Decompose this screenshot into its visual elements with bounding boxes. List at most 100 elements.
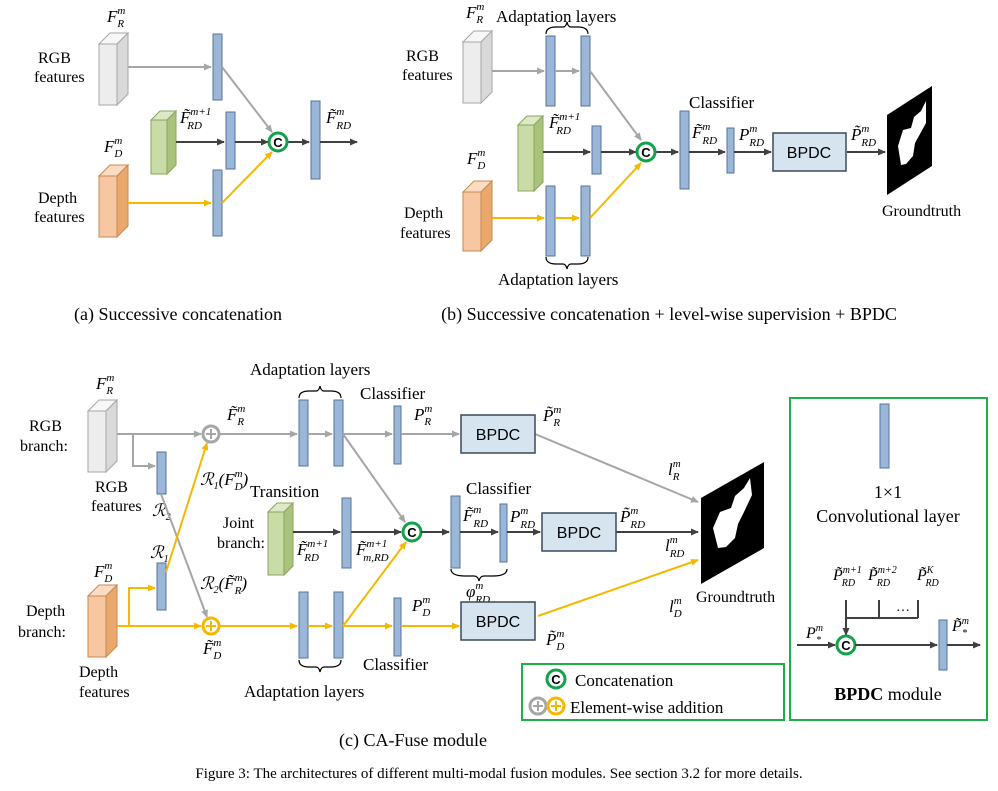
adaptation-layer: [545, 185, 556, 257]
bpdc-concat-node: C: [835, 634, 857, 656]
adaptation-brace-top: [298, 385, 342, 399]
svg-text:BPDC: BPDC: [557, 525, 601, 542]
figure-caption: Figure 3: The architectures of different…: [195, 766, 802, 782]
r1-label: ℛ1: [150, 543, 169, 565]
groundtruth-label: Groundtruth: [696, 589, 775, 606]
r2-label: ℛ2: [152, 501, 171, 523]
rgb-label: RGB: [38, 50, 71, 67]
concat-legend-label: Concatenation: [575, 671, 674, 690]
svg-text:C: C: [273, 135, 283, 150]
classifier-bottom-label: Classifier: [363, 655, 428, 674]
depth-features-label: Depth: [79, 664, 118, 681]
groundtruth-image: [701, 462, 764, 584]
groundtruth-image: [887, 86, 932, 195]
panel-a-caption: (a) Successive concatenation: [74, 304, 282, 325]
rgb-feature-block: [461, 29, 494, 105]
add-gray-legend-icon: [528, 696, 548, 716]
rgb-feature-block: [97, 31, 130, 107]
panel-b-caption: (b) Successive concatenation + level-wis…: [441, 304, 897, 325]
joint-branch-label: Joint: [223, 515, 255, 532]
classifier-top-label: Classifier: [360, 384, 425, 403]
bpdc-block-depth: BPDC: [460, 601, 536, 641]
classifier-mid-label: Classifier: [466, 479, 531, 498]
adaptation-brace-bottom: [545, 256, 589, 270]
groundtruth-label: Groundtruth: [882, 203, 961, 220]
adaptation-layers-top-label: Adaptation layers: [496, 7, 616, 26]
transition-layer: [341, 497, 352, 569]
conv-layer-label: Convolutional layer: [816, 506, 959, 526]
transition-label: Transition: [250, 482, 320, 501]
adaptation-layers-bottom-label: Adaptation layers: [244, 682, 364, 701]
rgb-classifier-layer: [393, 405, 402, 465]
depth-label: Depth: [404, 205, 443, 222]
svg-text:C: C: [641, 145, 651, 160]
rgb-adaptation-layer: [333, 399, 344, 467]
panel-c-caption: (c) CA-Fuse module: [339, 730, 487, 751]
add-legend-label: Element-wise addition: [570, 698, 724, 717]
rgb-feature-block: [86, 398, 119, 474]
rgb-features-label: RGB: [95, 479, 128, 496]
add-yellow-legend-icon: [546, 696, 566, 716]
svg-text:C: C: [841, 638, 851, 653]
adaptation-brace-top: [545, 21, 589, 35]
depth-adaptation-layer: [298, 591, 309, 659]
depth-features-suffix: features: [79, 684, 130, 701]
joint-classifier-layer: [499, 503, 508, 563]
concatenation-node: C: [401, 521, 423, 543]
adaptation-layers-top-label: Adaptation layers: [250, 360, 370, 379]
joint-feature-block: [149, 109, 178, 176]
depth-features-label: features: [400, 225, 451, 242]
depth-branch-suffix: branch:: [18, 624, 66, 641]
concatenation-node: C: [635, 141, 657, 163]
depth-adaptation-layer: [333, 591, 344, 659]
bpdc-module-title: BPDC module: [834, 684, 942, 704]
bpdc-block: BPDC: [772, 132, 847, 172]
concatenation-node: C: [267, 131, 289, 153]
svg-text:BPDC: BPDC: [787, 145, 831, 162]
element-wise-add-gray: [201, 424, 221, 444]
r1-transform-layer: [156, 562, 167, 611]
joint-feature-block: [516, 114, 545, 193]
adaptation-layer: [580, 185, 591, 257]
svg-text:C: C: [551, 672, 561, 687]
classifier-label: Classifier: [689, 93, 754, 112]
adaptation-brace-bottom: [298, 659, 342, 673]
rgb-features-suffix: features: [91, 498, 142, 515]
p-star-out-label: P̃m*: [951, 616, 969, 639]
fused-layer: [679, 110, 690, 190]
concat-legend-icon: C: [545, 668, 567, 690]
conv-size-label: 1×1: [874, 482, 902, 502]
legend: C Concatenation Element-wise addition: [521, 663, 785, 721]
depth-branch-label: Depth: [26, 603, 65, 620]
fused-layer: [310, 100, 321, 180]
depth-classifier-layer: [393, 597, 402, 657]
rgb-adaptation-layer: [298, 399, 309, 467]
p-star-in-label: Pm*: [805, 623, 823, 646]
rgb-label: RGB: [406, 48, 439, 65]
